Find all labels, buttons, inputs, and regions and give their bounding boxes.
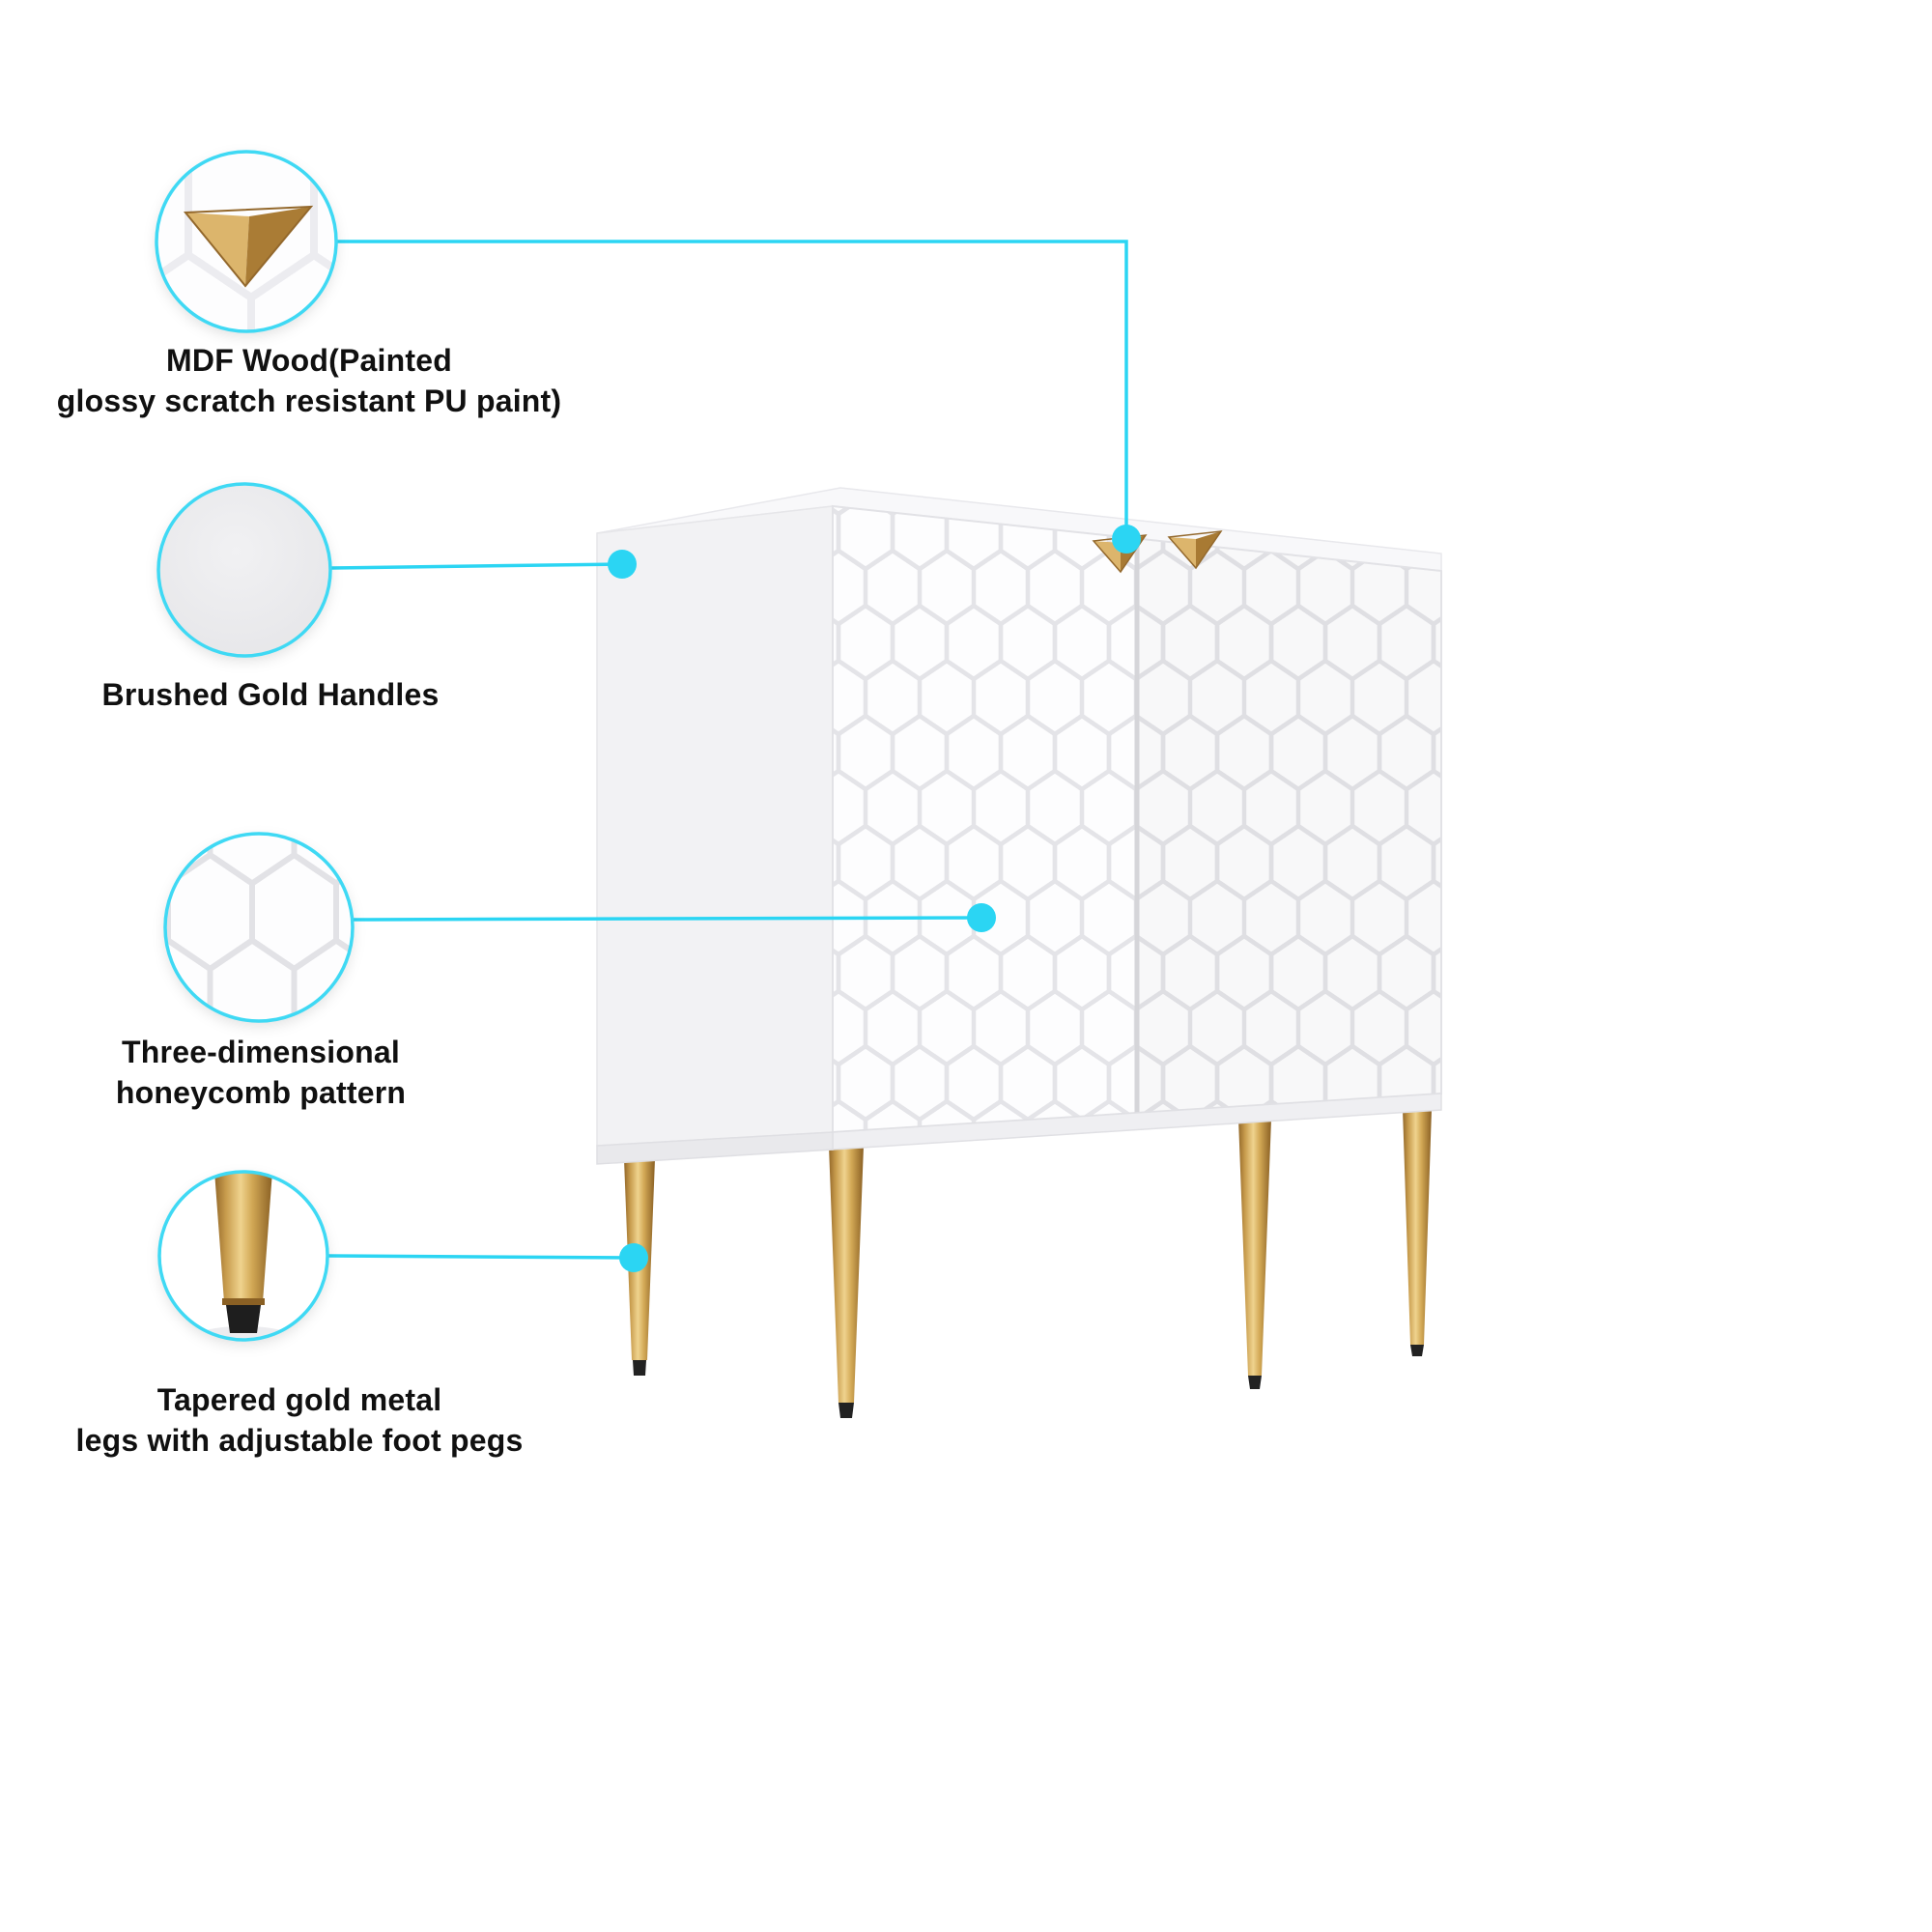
callout-label-honeycomb: Three-dimensional honeycomb pattern bbox=[0, 1032, 522, 1113]
surface-zoom bbox=[158, 484, 330, 656]
callout-label-legs: Tapered gold metal legs with adjustable … bbox=[0, 1379, 599, 1461]
leader-line-honeycomb bbox=[351, 916, 983, 922]
handle-zoom bbox=[183, 205, 314, 288]
leg-foot-peg bbox=[1248, 1376, 1262, 1389]
leg-foot-peg bbox=[1410, 1345, 1424, 1356]
zoom-circle-honeycomb bbox=[163, 832, 355, 1023]
zoom-circle-legs bbox=[157, 1170, 329, 1342]
callout-dot-legs bbox=[619, 1243, 648, 1272]
cabinet-base-side bbox=[596, 1131, 834, 1165]
cabinet-legs bbox=[624, 1109, 1432, 1418]
door-handle-right bbox=[1167, 530, 1223, 570]
right-door-shading bbox=[1137, 539, 1441, 1113]
cabinet-side-panel bbox=[596, 505, 834, 1147]
leader-line-mdf-wood bbox=[334, 240, 1128, 535]
leg-foot-peg bbox=[838, 1403, 854, 1418]
label-line: glossy scratch resistant PU paint) bbox=[56, 384, 562, 418]
leader-line-legs bbox=[327, 1254, 636, 1260]
zoom-circle-mdf-wood bbox=[155, 150, 338, 333]
leader-line-handles bbox=[329, 562, 624, 570]
callout-dot-mdf-wood bbox=[1112, 525, 1141, 554]
label-line: legs with adjustable foot pegs bbox=[75, 1423, 524, 1458]
label-line: Tapered gold metal bbox=[156, 1382, 442, 1417]
label-line: Brushed Gold Handles bbox=[101, 677, 440, 712]
leg-foot-peg bbox=[633, 1360, 646, 1376]
cabinet-leg-back-right bbox=[1403, 1109, 1432, 1356]
callout-dot-handles bbox=[608, 550, 637, 579]
leg-foot-peg-zoom bbox=[226, 1305, 261, 1333]
cabinet-leg-front-left bbox=[829, 1146, 864, 1418]
leg-adjuster-ring bbox=[222, 1298, 265, 1305]
label-line: Three-dimensional bbox=[122, 1035, 400, 1069]
label-line: honeycomb pattern bbox=[115, 1075, 407, 1110]
cabinet-leg-front-right bbox=[1238, 1119, 1271, 1389]
label-line: MDF Wood(Painted bbox=[166, 343, 452, 378]
leg-zoom bbox=[214, 1172, 272, 1333]
callout-label-gold-handles: Brushed Gold Handles bbox=[0, 674, 541, 715]
cabinet bbox=[596, 487, 1442, 1418]
honeycomb-zoom-med bbox=[165, 834, 353, 1021]
leader-lines bbox=[327, 240, 1128, 1260]
callout-label-mdf-wood: MDF Wood(Painted glossy scratch resistan… bbox=[19, 340, 599, 421]
callout-dots bbox=[608, 525, 1141, 1272]
zoom-circle-handles bbox=[156, 482, 332, 658]
callout-dot-honeycomb bbox=[967, 903, 996, 932]
